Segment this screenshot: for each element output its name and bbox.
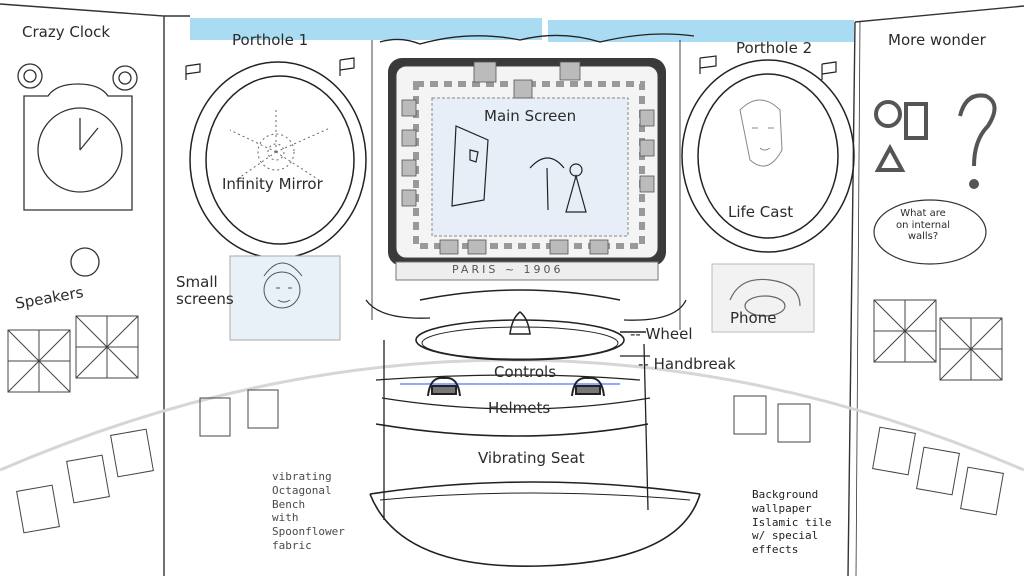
helmets-label: Helmets [488,399,551,417]
speakers-left [7,315,279,534]
small-screen-image [229,255,341,341]
pendulum-bob [70,247,100,277]
controls-dash [375,340,651,520]
main-screen-thumbnails [401,61,655,255]
phone-drawing [729,278,801,317]
wall-panels [0,3,1024,576]
helmet-right [571,376,605,397]
curtain [365,33,695,321]
controls-label: Controls [494,363,557,381]
internal-walls-bubble [873,199,987,265]
wheel-label: -- Wheel [630,325,693,343]
vibrating-seat [369,423,701,567]
porthole-2 [681,55,855,253]
triangle-shape [874,143,906,172]
floor-tiles-right [733,395,1004,516]
vibrating-seat-label: Vibrating Seat [478,449,585,467]
speakers-right [733,299,1004,516]
crazy-clock-label: Crazy Clock [22,23,111,41]
phone-image [711,263,815,333]
wallpaper-note: Background wallpaper Islamic tile w/ spe… [752,488,832,556]
main-screen-sketch [451,125,587,213]
crazy-clock [17,63,138,277]
porthole-2-label: Porthole 2 [736,39,813,57]
more-wonder-label: More wonder [888,31,986,49]
circle-shape [874,100,902,128]
infinity-mirror-label: Infinity Mirror [222,175,323,193]
phone-label: Phone [730,309,777,327]
floor-tiles-left [16,389,279,534]
more-wonder-shapes [874,93,997,189]
small-dial-left [17,63,43,89]
porthole-1 [185,57,367,259]
main-screen-frame [388,58,666,281]
infinity-mirror-art [229,108,331,183]
life-cast-label: Life Cast [728,203,794,221]
bench-note: vibrating Octagonal Bench with Spoonflow… [272,470,345,552]
porthole-1-label: Porthole 1 [232,31,309,49]
wheel [415,289,646,361]
main-screen-label: Main Screen [484,107,577,125]
handbreak-label: -- Handbreak [638,355,736,373]
internal-walls-note: What are on internal walls? [896,208,951,242]
small-dial-right [112,65,138,91]
helmet-left [427,376,461,397]
clock-face [37,107,123,193]
square-shape [904,102,928,140]
sky-strip-left [190,18,542,40]
small-screen-face [263,262,303,309]
question-mark-shape [958,93,997,167]
life-cast-face [739,99,783,167]
small-screens-label: Small screens [176,273,234,309]
paris-caption: PARIS ~ 1906 [452,263,564,276]
